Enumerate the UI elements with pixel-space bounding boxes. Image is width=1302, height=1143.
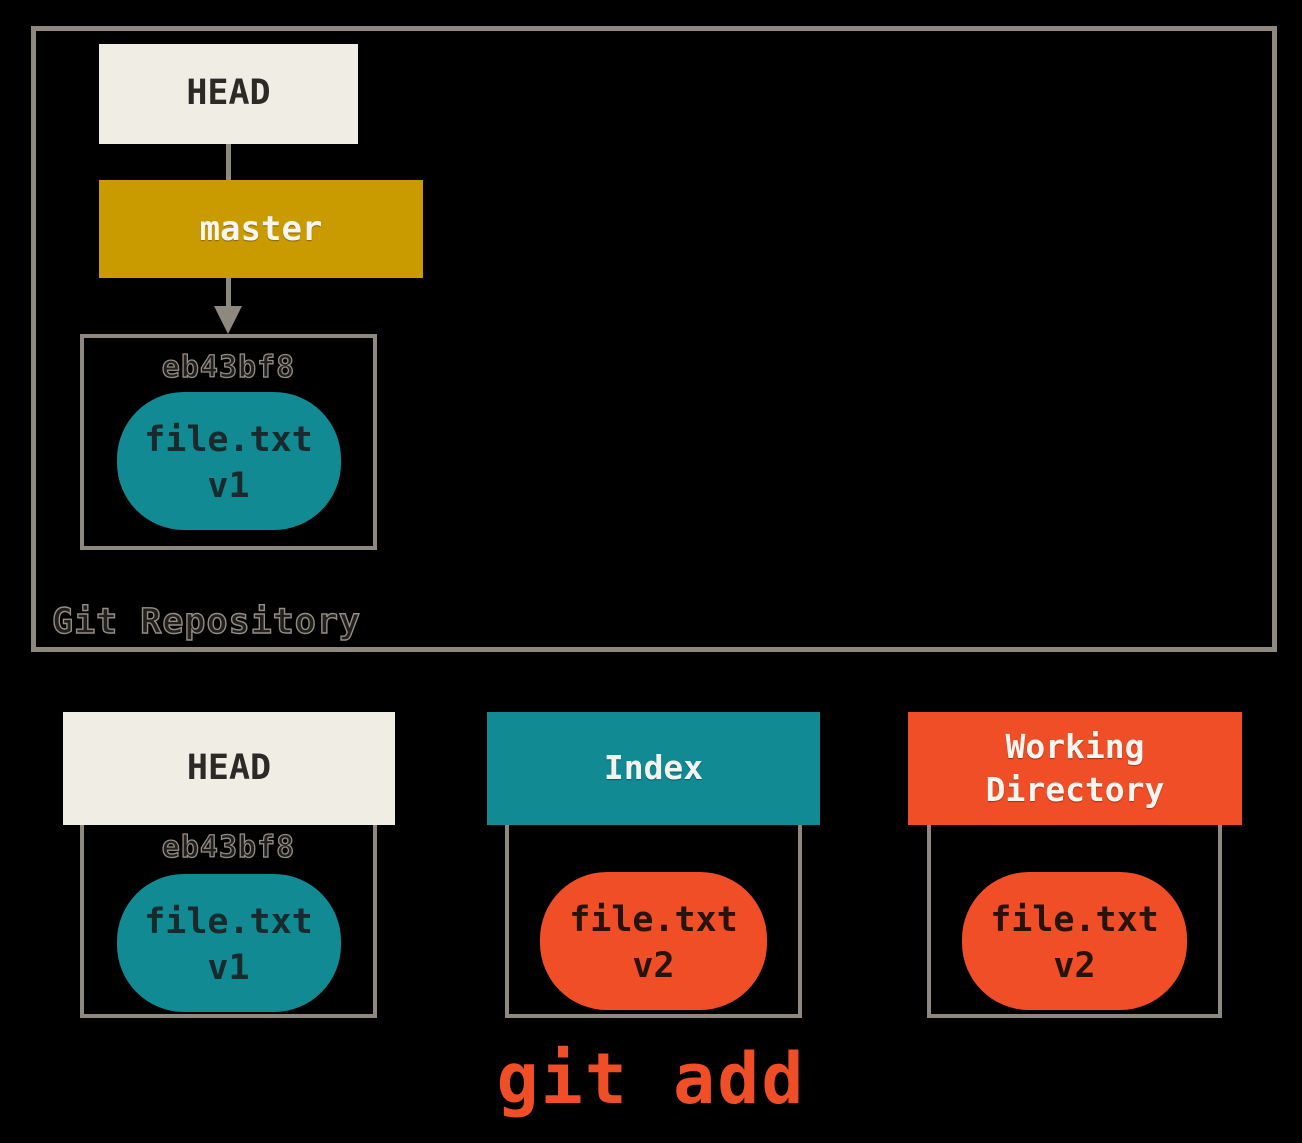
index-column-header: Index [487,712,820,825]
head-column-box: eb43bf8 file.txt v1 [80,766,377,1018]
arrow-down-icon [214,306,242,334]
file-blob-v2: file.txt v2 [962,872,1187,1010]
head-to-master-connector [226,144,231,180]
file-blob-v1: file.txt v1 [116,874,341,1012]
working-directory-column-header: Working Directory [908,712,1242,825]
commit-id: eb43bf8 [161,349,296,385]
git-repository-box [31,26,1277,652]
head-column-header: HEAD [63,712,395,825]
master-branch-box: master [99,180,423,278]
file-name: file.txt [144,902,313,942]
head-pointer-box: HEAD [99,44,358,144]
commit-id: eb43bf8 [161,829,296,865]
master-to-commit-connector [226,278,231,308]
file-blob-v1: file.txt v1 [116,392,341,530]
file-version: v1 [207,948,250,988]
file-blob-v2: file.txt v2 [540,872,767,1010]
git-add-caption: git add [496,1038,806,1120]
file-version: v2 [632,946,675,986]
index-column-box: file.txt v2 [505,766,802,1018]
working-directory-column-box: file.txt v2 [927,766,1222,1018]
file-version: v1 [207,466,250,506]
file-name: file.txt [144,420,313,460]
file-version: v2 [1053,946,1096,986]
file-name: file.txt [569,900,738,940]
file-name: file.txt [990,900,1159,940]
commit-box: eb43bf8 file.txt v1 [80,334,377,550]
git-repository-label: Git Repository [51,601,362,642]
